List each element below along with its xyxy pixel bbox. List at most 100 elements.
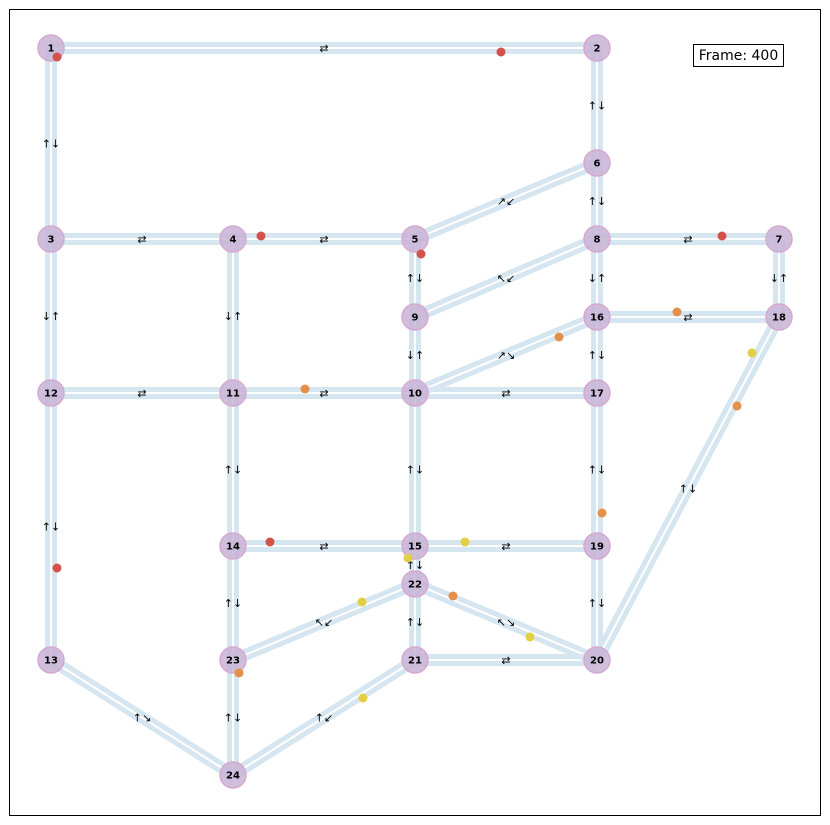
direction-arrows-8-9: ↖↙ <box>497 272 515 285</box>
node-5: 5 <box>401 225 429 253</box>
direction-arrows-1-2: ⇄ <box>319 42 328 55</box>
node-22: 22 <box>401 570 429 598</box>
node-16: 16 <box>583 303 611 331</box>
node-label: 9 <box>412 313 419 324</box>
direction-arrows-23-24: ↑↓ <box>224 712 242 725</box>
road-lane <box>415 239 600 323</box>
node-3: 3 <box>37 225 65 253</box>
direction-arrows-4-11: ↓↑ <box>224 310 242 323</box>
road-lane <box>47 660 233 781</box>
road-lane <box>597 317 785 663</box>
road-lane <box>229 654 415 775</box>
vehicle-yellow-16 <box>460 537 470 547</box>
road-edge-12-11 <box>51 387 233 399</box>
vehicle-yellow-19 <box>525 632 535 642</box>
direction-arrows-17-19: ↑↓ <box>588 464 606 477</box>
node-17: 17 <box>583 379 611 407</box>
node-label: 22 <box>408 580 422 591</box>
node-8: 8 <box>583 225 611 253</box>
direction-arrows-15-22: ↑↓ <box>406 559 424 572</box>
direction-arrows-16-17: ↑↓ <box>588 349 606 362</box>
road-edge-21-24 <box>229 654 419 781</box>
direction-arrows-11-14: ↑↓ <box>224 464 242 477</box>
vehicle-orange-12 <box>597 508 607 518</box>
road-edge-18-20 <box>591 314 785 663</box>
node-12: 12 <box>37 379 65 407</box>
road-lane <box>412 157 597 239</box>
vehicle-yellow-18 <box>357 597 367 607</box>
vehicle-yellow-20 <box>358 693 368 703</box>
road-edge-10-15 <box>409 393 421 546</box>
node-label: 8 <box>594 235 601 246</box>
direction-arrows-5-6: ↗↙ <box>497 195 515 208</box>
node-11: 11 <box>219 379 247 407</box>
node-label: 14 <box>226 542 240 553</box>
vehicle-orange-9 <box>672 307 682 317</box>
node-circle <box>583 225 611 253</box>
node-label: 20 <box>590 656 604 667</box>
node-9: 9 <box>401 303 429 331</box>
node-label: 11 <box>226 389 240 400</box>
node-label: 2 <box>594 44 601 55</box>
node-18: 18 <box>765 303 793 331</box>
node-circle <box>765 225 793 253</box>
node-circle <box>583 379 611 407</box>
node-circle <box>219 532 247 560</box>
node-circle <box>37 225 65 253</box>
node-circle <box>401 646 429 674</box>
vehicle-red-6 <box>265 537 275 547</box>
road-edge-11-14 <box>227 393 239 546</box>
road-edge-14-23 <box>227 546 239 660</box>
road-edge-8-7 <box>597 233 779 245</box>
road-lane <box>415 317 600 399</box>
direction-arrows-14-23: ↑↓ <box>224 597 242 610</box>
node-label: 6 <box>594 159 601 170</box>
road-edge-23-24 <box>227 660 239 775</box>
node-label: 21 <box>408 656 422 667</box>
direction-arrows-6-8: ↑↓ <box>588 195 606 208</box>
road-lane <box>412 233 597 317</box>
vehicle-yellow-17 <box>403 553 413 563</box>
vehicle-orange-14 <box>234 668 244 678</box>
road-edge-4-11 <box>227 239 239 393</box>
direction-arrows-8-16: ↓↑ <box>588 272 606 285</box>
road-edge-16-18 <box>597 311 779 323</box>
direction-arrows-22-23: ↖↙ <box>315 616 333 629</box>
road-edge-17-19 <box>591 393 603 546</box>
road-edge-10-16 <box>412 311 600 399</box>
direction-arrows-10-17: ⇄ <box>501 387 510 400</box>
vehicle-yellow-15 <box>747 348 757 358</box>
node-10: 10 <box>401 379 429 407</box>
node-circle <box>219 646 247 674</box>
node-label: 5 <box>412 235 419 246</box>
road-edge-13-24 <box>47 654 237 781</box>
node-label: 12 <box>44 389 58 400</box>
node-7: 7 <box>765 225 793 253</box>
direction-arrows-4-5: ⇄ <box>319 233 328 246</box>
vehicle-red-2 <box>496 47 506 57</box>
node-circle <box>401 532 429 560</box>
vehicles-layer <box>52 47 757 703</box>
road-edge-10-17 <box>415 387 597 399</box>
direction-glyphs-layer: ⇄↑↓↑↓⇄↓↑⇄↓↑↗↙↑↓↑↓⇄↖↙↓↑↓↑↓↑↗↘⇄↑↓⇄⇄⇄↑↓↑↓↑↓… <box>42 42 788 725</box>
node-circle <box>219 225 247 253</box>
direction-arrows-13-24: ↑↘ <box>133 712 151 725</box>
direction-arrows-12-11: ⇄ <box>137 387 146 400</box>
node-circle <box>583 34 611 62</box>
node-label: 13 <box>44 656 58 667</box>
direction-arrows-15-19: ⇄ <box>501 540 510 553</box>
vehicle-red-5 <box>717 231 727 241</box>
vehicle-orange-8 <box>300 384 310 394</box>
road-edge-21-20 <box>415 654 597 666</box>
direction-arrows-9-10: ↓↑ <box>406 349 424 362</box>
node-2: 2 <box>583 34 611 62</box>
node-14: 14 <box>219 532 247 560</box>
node-label: 7 <box>776 235 783 246</box>
node-circle <box>401 303 429 331</box>
node-circle <box>583 532 611 560</box>
node-circle <box>583 646 611 674</box>
vehicle-orange-13 <box>448 591 458 601</box>
node-4: 4 <box>219 225 247 253</box>
road-lane <box>233 584 418 666</box>
node-20: 20 <box>583 646 611 674</box>
